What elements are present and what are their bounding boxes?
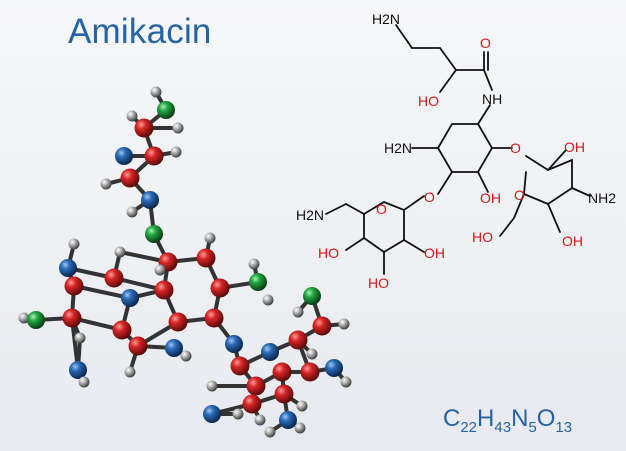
label-o-ring-left: O xyxy=(376,201,387,217)
hydrogen-atom xyxy=(338,318,350,330)
carbon-atom xyxy=(64,276,84,296)
carbon-atom xyxy=(168,312,188,332)
label-oh-right-bottom: OH xyxy=(562,233,583,249)
label-ho-bottom: HO xyxy=(368,275,389,291)
hydrogen-atom xyxy=(232,408,244,420)
hydrogen-atom xyxy=(126,110,138,122)
carbon-atom xyxy=(300,362,320,382)
hydrogen-atom xyxy=(254,414,266,426)
carbon-atom xyxy=(144,146,164,166)
oxygen-atom xyxy=(27,311,45,329)
carbon-atom xyxy=(62,308,82,328)
label-ho-side: HO xyxy=(418,93,439,109)
hydrogen-atom xyxy=(204,232,216,244)
nitrogen-atom xyxy=(225,335,243,353)
hydrogen-atom xyxy=(294,422,306,434)
hydrogen-atom xyxy=(114,246,126,258)
label-oh-mid: OH xyxy=(480,190,501,206)
carbon-atom xyxy=(230,356,250,376)
hydrogen-atom xyxy=(180,350,192,362)
label-h2n-top: H2N xyxy=(372,11,400,27)
oxygen-atom xyxy=(303,287,321,305)
hydrogen-atom xyxy=(154,264,166,276)
nitrogen-atom xyxy=(59,259,77,277)
label-oh-right-top: OH xyxy=(564,139,585,155)
label-nh2-right: NH2 xyxy=(588,190,616,206)
carbon-atom xyxy=(312,316,332,336)
nitrogen-atom xyxy=(115,147,133,165)
carbon-atom xyxy=(242,394,262,414)
nitrogen-atom xyxy=(279,411,297,429)
bond xyxy=(72,284,132,300)
nitrogen-atom xyxy=(203,405,221,423)
molecular-formula: C22H43N5O13 xyxy=(443,405,572,436)
hydrogen-atom xyxy=(172,122,184,134)
formula-c: C22 xyxy=(443,405,478,436)
carbon-atom xyxy=(120,168,140,188)
nitrogen-atom xyxy=(141,191,159,209)
oxygen-atom xyxy=(145,225,163,243)
label-h2n-left: H2N xyxy=(296,207,324,223)
carbon-atom xyxy=(128,336,148,356)
label-h2n-ring: H2N xyxy=(384,140,412,156)
hydrogen-atom xyxy=(100,178,112,190)
oxygen-atom xyxy=(249,273,267,291)
carbon-atom xyxy=(134,118,154,138)
carbon-atom xyxy=(154,280,174,300)
carbon-atom xyxy=(210,278,230,298)
hydrogen-atom xyxy=(78,376,90,388)
hydrogen-atom xyxy=(292,306,304,318)
formula-o: O13 xyxy=(536,405,573,436)
carbon-atom xyxy=(288,330,308,350)
hydrogen-atom xyxy=(248,258,260,270)
carbon-atom xyxy=(204,308,224,328)
label-o-link-right: O xyxy=(510,140,521,156)
hydrogen-atom xyxy=(126,206,138,218)
hydrogen-atom xyxy=(206,380,218,392)
hydrogen-atom xyxy=(150,86,162,98)
nitrogen-atom xyxy=(121,289,139,307)
nitrogen-atom xyxy=(325,359,343,377)
oxygen-atom xyxy=(157,101,175,119)
hydrogen-atom xyxy=(264,426,276,438)
hydrogen-atom xyxy=(296,400,308,412)
hydrogen-atom xyxy=(18,312,30,324)
label-oh-left-ring: OH xyxy=(424,245,445,261)
hydrogen-atom xyxy=(74,332,86,344)
label-o-link-left: O xyxy=(424,189,435,205)
label-o-carbonyl: O xyxy=(480,35,491,51)
label-ho-left: HO xyxy=(318,245,339,261)
formula-n: N5 xyxy=(511,405,537,436)
label-nh-amide: NH xyxy=(482,91,502,107)
nitrogen-atom xyxy=(69,361,87,379)
hydrogen-atom xyxy=(68,238,80,250)
carbon-atom xyxy=(196,248,216,268)
hydrogen-atom xyxy=(170,146,182,158)
nitrogen-atom xyxy=(261,343,279,361)
carbon-atom xyxy=(112,320,132,340)
formula-h: H43 xyxy=(477,405,512,436)
hydrogen-atom xyxy=(262,294,274,306)
carbon-atom xyxy=(104,268,124,288)
hydrogen-atom xyxy=(340,376,352,388)
carbon-atom xyxy=(272,362,292,382)
label-ho-right-bottom: HO xyxy=(472,229,493,245)
hydrogen-atom xyxy=(124,366,136,378)
molecule-title: Amikacin xyxy=(68,12,212,51)
nitrogen-atom xyxy=(165,339,183,357)
carbon-atom xyxy=(246,376,266,396)
carbon-atom xyxy=(274,384,294,404)
label-o-ring-right: O xyxy=(514,187,525,203)
hydrogen-atom xyxy=(306,348,318,360)
